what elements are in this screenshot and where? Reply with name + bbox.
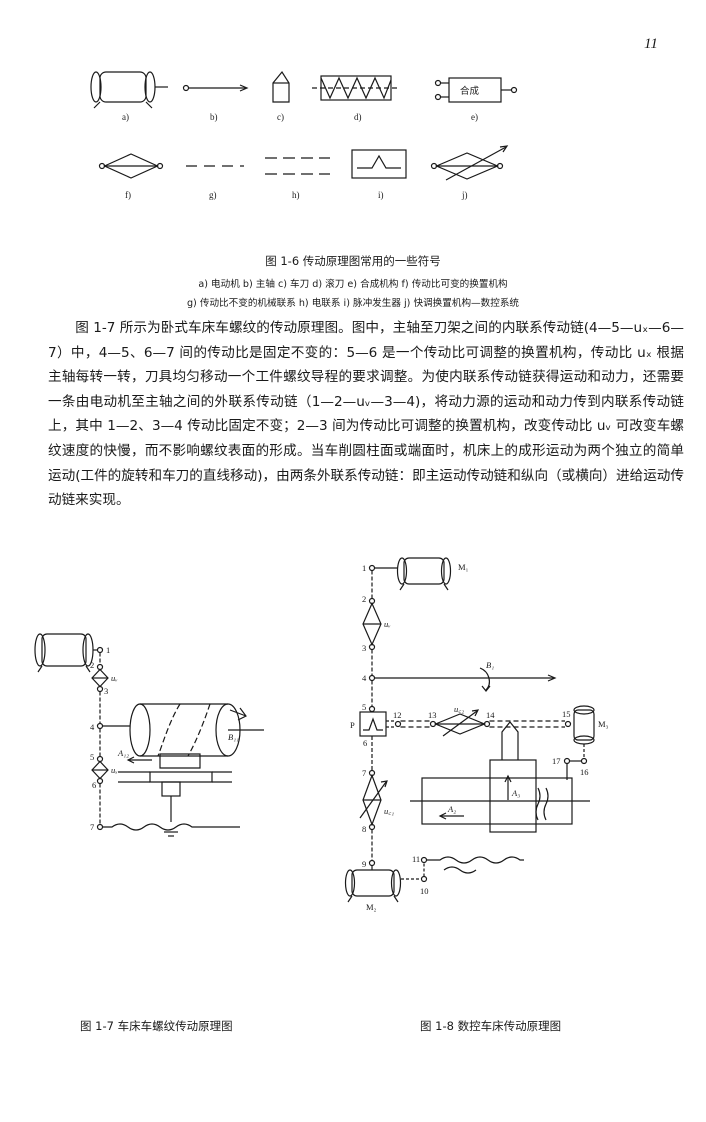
cnc-workpiece-icon xyxy=(410,777,590,825)
figure-1-7-diagram: 1 2 3 4 5 6 7 uᵥ uₓ B₁₁ A₁₂ xyxy=(34,633,264,837)
label-f: f) xyxy=(125,190,131,200)
uv-label: uᵥ xyxy=(111,673,118,683)
a12-label: A₁₂ xyxy=(117,748,129,758)
motor-m3-icon xyxy=(573,705,595,745)
node-7: 7 xyxy=(362,768,366,778)
m1-label: M₁ xyxy=(458,562,469,572)
synthesis-box-label: 合成 xyxy=(460,85,480,97)
node-17: 17 xyxy=(552,756,561,766)
m2-label: M₂ xyxy=(366,902,377,912)
uc2-label: u꜀₂ xyxy=(454,704,464,714)
cnc-tool-icon xyxy=(489,721,549,833)
body-paragraph: 图 1-7 所示为卧式车床车螺纹的传动原理图。图中，主轴至刀架之间的内联系传动链… xyxy=(48,316,684,513)
body-paragraph-text: 图 1-7 所示为卧式车床车螺纹的传动原理图。图中，主轴至刀架之间的内联系传动链… xyxy=(48,320,684,509)
workpiece-icon xyxy=(129,703,264,757)
node-4: 4 xyxy=(90,722,95,732)
node-3: 3 xyxy=(104,686,108,696)
node-5: 5 xyxy=(90,752,94,762)
node-7: 7 xyxy=(90,822,94,832)
label-d: d) xyxy=(354,112,362,122)
node-11: 11 xyxy=(412,854,420,864)
p-label: P xyxy=(350,720,355,730)
figure-1-6-legend-line1: a) 电动机 b) 主轴 c) 车刀 d) 滚刀 e) 合成机构 f) 传动比可… xyxy=(198,279,508,290)
a2-label: A₂ xyxy=(447,804,456,814)
a3-label: A₃ xyxy=(511,788,520,798)
pulse-generator-icon xyxy=(359,711,387,737)
node-4: 4 xyxy=(362,673,367,683)
b11-label: B₁₁ xyxy=(228,732,239,742)
node-14: 14 xyxy=(486,710,495,720)
label-a: a) xyxy=(122,112,129,122)
node-15: 15 xyxy=(562,709,571,719)
page-number: 11 xyxy=(644,36,658,52)
turning-tool-symbol-icon xyxy=(272,70,290,103)
node-1: 1 xyxy=(362,563,366,573)
spindle-symbol-icon xyxy=(182,84,249,92)
motor-m1-icon xyxy=(396,557,452,591)
quick-adjust-symbol-icon xyxy=(430,145,509,181)
label-b: b) xyxy=(210,112,218,122)
node-6: 6 xyxy=(92,780,96,790)
node-6: 6 xyxy=(363,738,367,748)
node-13: 13 xyxy=(428,710,437,720)
m3-label: M₃ xyxy=(598,719,609,729)
node-3: 3 xyxy=(362,643,366,653)
node-2: 2 xyxy=(362,594,366,604)
node-1: 1 xyxy=(106,645,110,655)
node-16: 16 xyxy=(580,767,589,777)
electrical-link-symbol-icon xyxy=(265,157,330,175)
motor-icon xyxy=(34,633,94,673)
label-j: j) xyxy=(461,190,468,200)
node-9: 9 xyxy=(362,859,366,869)
node-10: 10 xyxy=(420,886,429,896)
label-e: e) xyxy=(471,112,478,122)
motor-m2-icon xyxy=(344,869,402,903)
synthesis-mechanism-symbol-icon xyxy=(434,77,518,103)
carriage-icon xyxy=(118,753,232,837)
figure-1-7-caption: 图 1-7 车床车螺纹传动原理图 xyxy=(80,1019,233,1033)
variable-ratio-symbol-icon xyxy=(98,153,164,179)
uc1-label: u꜀₁ xyxy=(384,806,394,816)
figure-1-6-legend-line2: g) 传动比不变的机械联系 h) 电联系 i) 脉冲发生器 j) 快调换置机构—… xyxy=(186,298,520,309)
node-8: 8 xyxy=(362,824,366,834)
label-c: c) xyxy=(277,112,284,122)
hob-symbol-icon xyxy=(312,75,400,101)
label-g: g) xyxy=(209,190,217,200)
figure-1-8-diagram: 1 2 3 4 5 6 7 8 9 10 11 12 13 14 15 16 1… xyxy=(344,557,609,912)
motor-symbol-icon xyxy=(90,71,168,109)
node-5: 5 xyxy=(362,702,366,712)
node-12: 12 xyxy=(393,710,402,720)
pulse-generator-symbol-icon xyxy=(351,149,407,179)
ux-label: uₓ xyxy=(111,765,118,775)
figure-1-6-caption: 图 1-6 传动原理图常用的一些符号 xyxy=(265,254,441,268)
node-2: 2 xyxy=(90,660,94,670)
label-h: h) xyxy=(292,190,300,200)
label-i: i) xyxy=(378,190,384,200)
b1-label: B₁ xyxy=(486,660,494,670)
uv-label: uᵥ xyxy=(384,619,391,629)
figure-1-8-caption: 图 1-8 数控车床传动原理图 xyxy=(420,1019,562,1033)
figure-1-6-symbols: a) b) c) d) e) f) g) h) i) j) 合成 xyxy=(90,70,518,200)
